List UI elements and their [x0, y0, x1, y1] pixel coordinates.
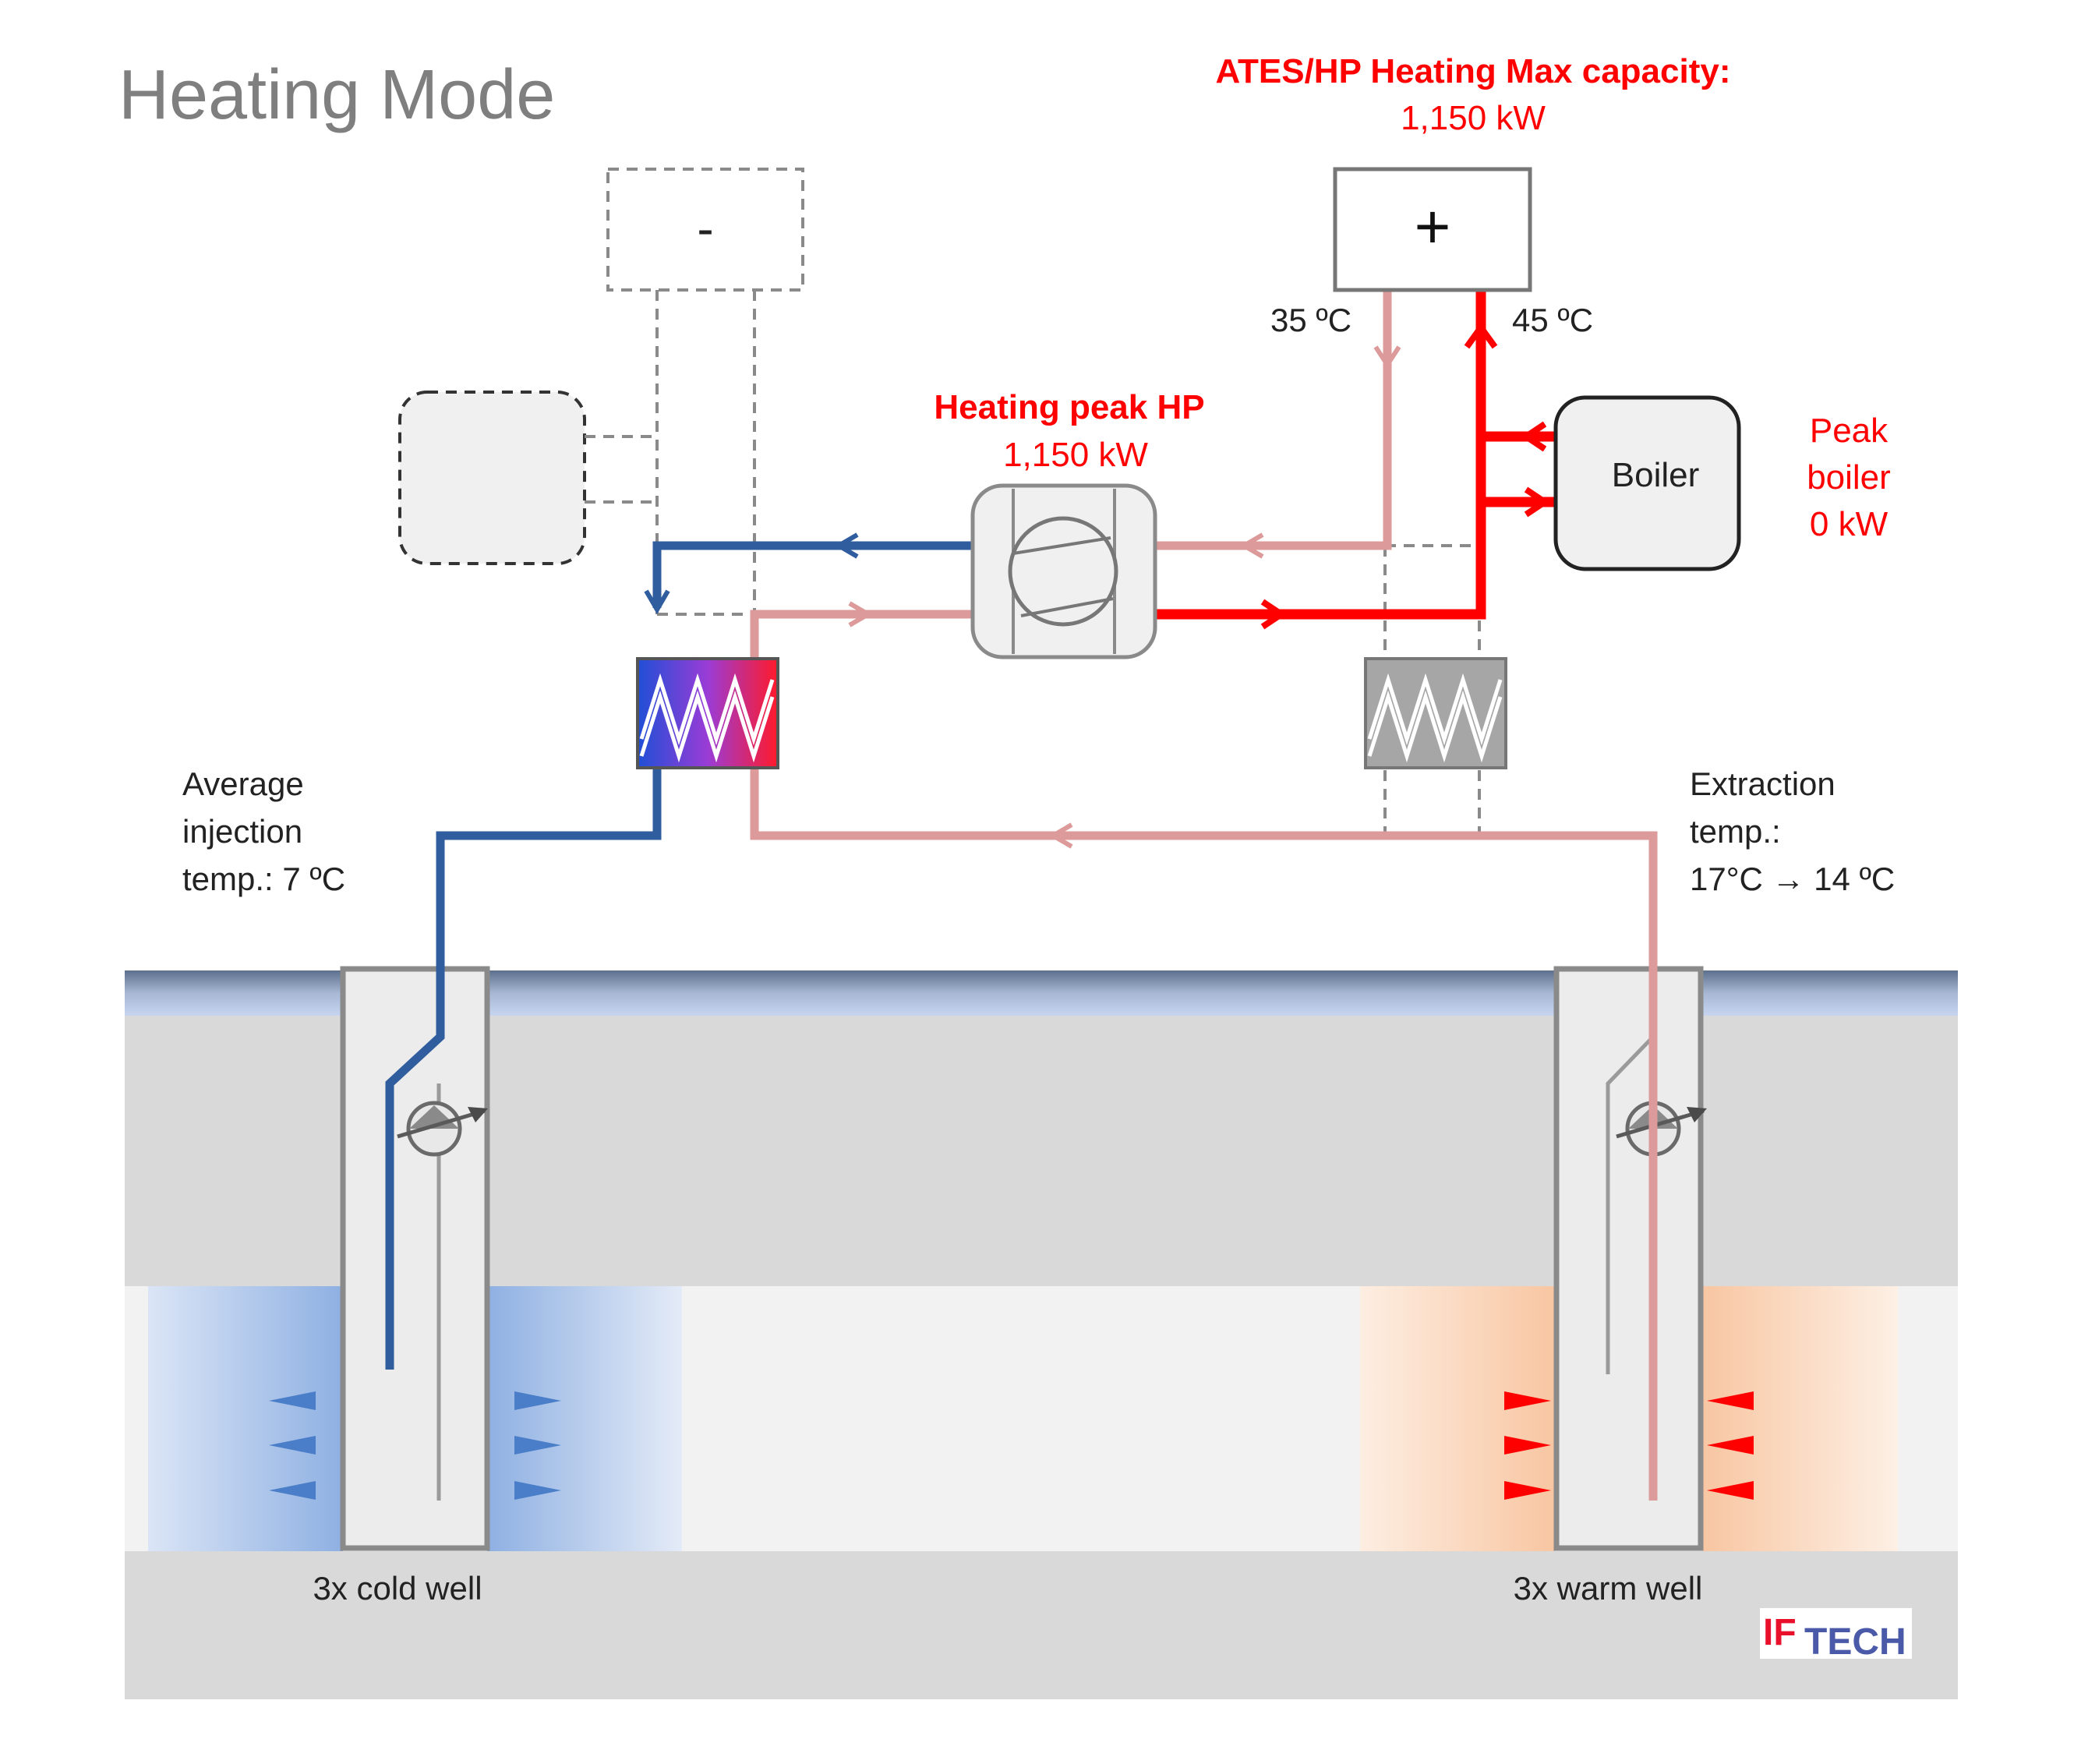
supply-pipe — [1155, 290, 1486, 620]
extraction-line-3: 17°C → 14 ºC — [1690, 861, 1895, 897]
warm-zone-left — [1360, 1286, 1555, 1551]
extraction-line-2: temp.: — [1690, 813, 1781, 850]
warm-well-label: 3x warm well — [1514, 1570, 1703, 1607]
heat-pump-value: 1,150 kW — [1003, 436, 1148, 474]
heat-pump-unit — [970, 483, 1157, 659]
ates-capacity-value: 1,150 kW — [1401, 99, 1546, 137]
injection-pipe — [385, 768, 662, 1370]
compressor-icon — [1008, 516, 1118, 627]
logo-tech: TECH — [1804, 1621, 1906, 1663]
cold-well-label: 3x cold well — [313, 1570, 482, 1607]
cold-well — [269, 966, 561, 1551]
inactive-heat-exchanger — [1364, 657, 1507, 769]
inactive-cooling-circuit — [398, 168, 1481, 836]
active-heat-exchanger — [636, 657, 779, 769]
peak-boiler-line-1: Peak — [1810, 412, 1889, 450]
cold-zone-right — [487, 1286, 682, 1551]
boiler-unit: Boiler — [1553, 395, 1741, 571]
iftech-logo: IF TECH — [1760, 1608, 1912, 1663]
cold-well-pump-icon — [397, 1101, 488, 1157]
boiler-label: Boiler — [1612, 456, 1700, 494]
cold-zone-left — [148, 1286, 343, 1551]
injection-line-3: temp.: 7 ºC — [182, 861, 345, 897]
supply-temp-label: 45 ºC — [1512, 302, 1593, 338]
extraction-line-1: Extraction — [1690, 765, 1836, 802]
hot-supply-pipes — [1155, 290, 1556, 620]
minus-symbol: - — [697, 200, 713, 256]
peak-boiler-line-3: 0 kW — [1810, 505, 1889, 543]
minus-box — [606, 168, 804, 292]
warm-pipe-arrows — [848, 345, 1401, 849]
return-pipe-load-to-hp — [1155, 290, 1392, 550]
ates-capacity-heading: ATES/HP Heating Max capacity: — [1215, 52, 1730, 90]
extraction-pipe — [750, 768, 1658, 1501]
injection-line-2: injection — [182, 813, 302, 850]
cold-pipe-arrows — [644, 532, 859, 614]
return-temp-label: 35 ºC — [1270, 302, 1351, 338]
warm-well-casing — [1553, 966, 1704, 1551]
hp-to-hx-cold-pipe — [652, 541, 973, 608]
injection-line-1: Average — [182, 765, 304, 802]
warm-zone-right — [1703, 1286, 1898, 1551]
peak-boiler-line-2: boiler — [1807, 458, 1891, 497]
cold-well-casing — [340, 966, 490, 1551]
heat-pump-heading: Heating peak HP — [934, 388, 1204, 426]
inactive-unit-box — [398, 391, 586, 565]
plus-symbol: + — [1415, 192, 1451, 261]
warm-well — [1504, 966, 1754, 1551]
cold-well-outflow-arrows — [269, 1391, 561, 1500]
warm-well-riser — [1606, 1035, 1655, 1374]
hot-pipe-arrows — [1260, 322, 1551, 630]
warm-well-inflow-arrows — [1504, 1391, 1754, 1500]
warm-return-pipes — [750, 290, 1658, 1501]
heat-demand-box: + — [1333, 167, 1532, 292]
hx-to-hp-pipe — [750, 610, 973, 659]
page-title: Heating Mode — [118, 56, 555, 134]
cold-pipes — [385, 541, 973, 1370]
logo-if: IF — [1763, 1612, 1797, 1653]
